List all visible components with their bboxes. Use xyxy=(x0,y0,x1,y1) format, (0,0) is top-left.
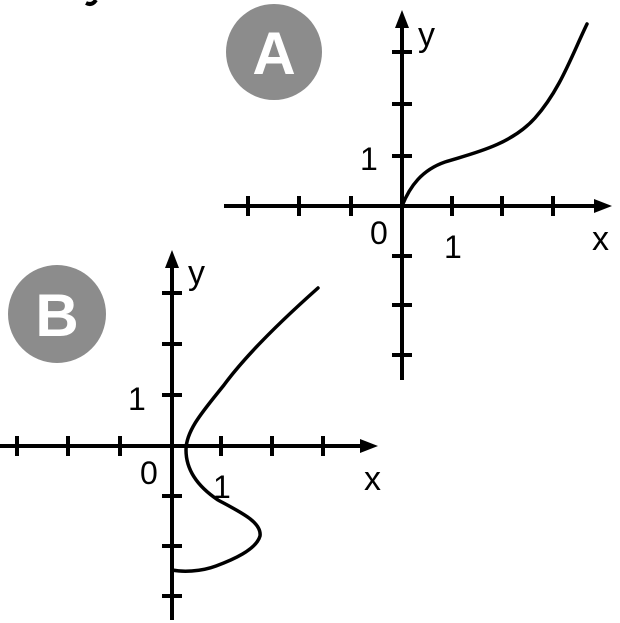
graph-a-x-arrow xyxy=(594,199,612,213)
graph-b-x-axis-label: x xyxy=(364,460,381,498)
graph-a-x-axis-label: x xyxy=(592,220,609,258)
graph-b-y-ticks xyxy=(162,291,182,598)
graph-b-y-tick-label: 1 xyxy=(128,381,146,417)
graph-a-y-ticks xyxy=(392,50,412,357)
graph-a-curve xyxy=(400,22,589,208)
graph-a-badge-circle xyxy=(226,4,322,100)
graph-a-y-arrow xyxy=(395,10,409,28)
graph-a-y-axis-label: y xyxy=(418,16,435,54)
graph-b-x-arrow xyxy=(360,439,378,453)
graph-a: A y x 0 1 1 xyxy=(224,4,612,380)
graph-b-curve xyxy=(170,286,320,573)
graph-b: B y x 0 1 1 xyxy=(0,250,381,620)
graph-b-x-tick-label: 1 xyxy=(213,469,231,505)
graph-b-badge: B xyxy=(8,265,106,363)
graph-b-y-axis-label: y xyxy=(188,254,205,292)
graph-b-y-arrow xyxy=(165,250,179,268)
graph-b-badge-circle xyxy=(8,265,106,363)
graph-a-x-tick-label: 1 xyxy=(444,229,462,265)
graph-a-origin-label: 0 xyxy=(370,215,388,251)
graph-b-badge-label: B xyxy=(35,282,78,349)
graph-a-badge: A xyxy=(226,4,322,100)
graph-b-origin-label: 0 xyxy=(140,455,158,491)
graph-a-x-ticks xyxy=(246,196,555,216)
graph-b-x-ticks xyxy=(15,436,325,456)
graph-a-badge-label: A xyxy=(252,20,295,87)
graph-a-y-tick-label: 1 xyxy=(360,141,378,177)
cropped-text-fragment xyxy=(85,0,98,6)
